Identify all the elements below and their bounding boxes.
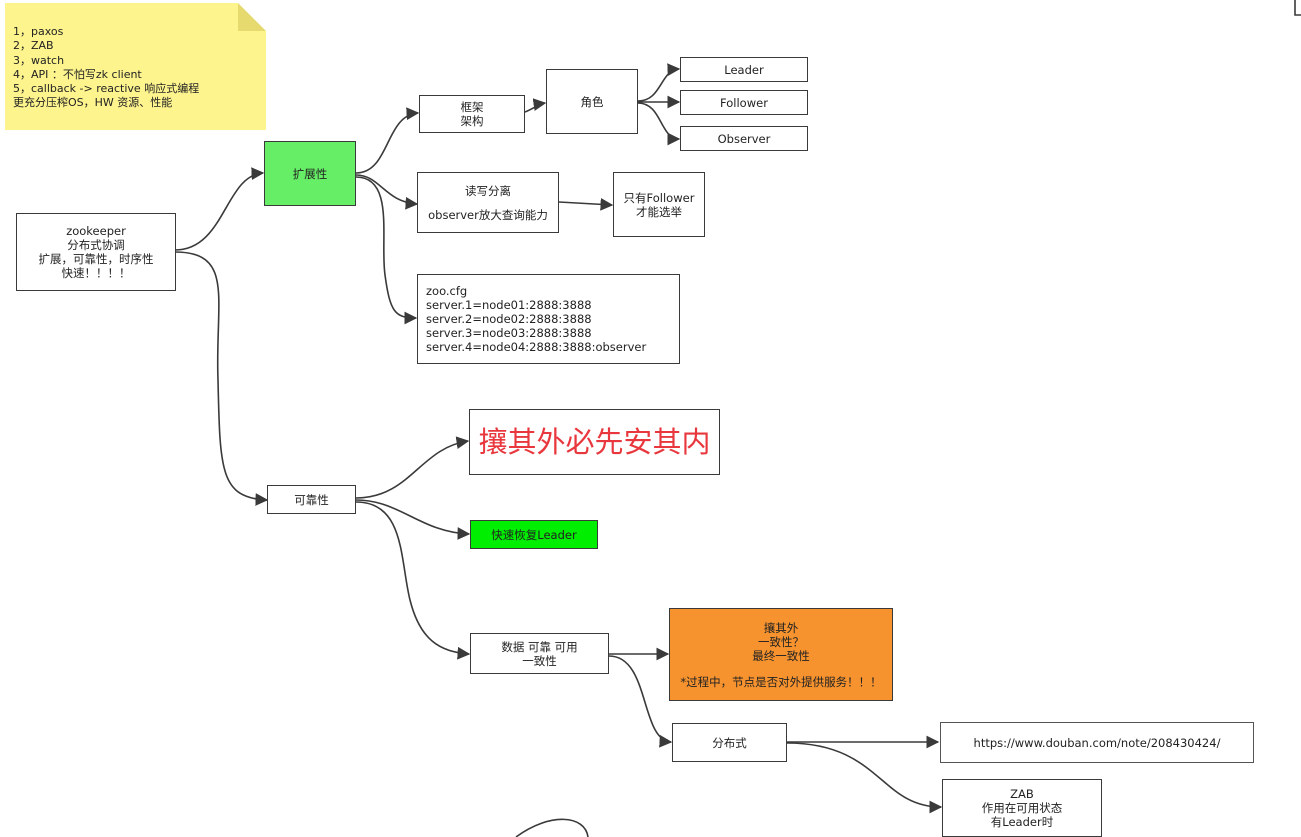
edge-rwsplit-onlyfollower (558, 197, 614, 211)
node-text: 数据 可靠 可用 (501, 639, 578, 654)
node-text: 作用在可用状态 (981, 801, 1063, 815)
node-zab[interactable]: ZAB 作用在可用状态 有Leader时 (942, 779, 1102, 837)
edge-reliability-datareliable (355, 501, 471, 660)
edge-reliability-fastrecover (355, 499, 471, 540)
node-text: server.2=node02:2888:3888 (426, 312, 592, 326)
node-zookeeper[interactable]: zookeeper 分布式协调 扩展，可靠性，时序性 快速！！！！ (16, 213, 176, 291)
note-line: 3，watch (13, 53, 65, 67)
node-text: 架构 (460, 114, 484, 128)
node-text: 分布式协调 (67, 238, 125, 252)
node-text: observer放大查询能力 (428, 207, 548, 222)
node-fast-recover[interactable]: 快速恢复Leader (470, 520, 598, 549)
node-text: 分布式 (712, 735, 747, 750)
node-text: zookeeper (66, 224, 126, 238)
node-slogan[interactable]: 攘其外必先安其内 (469, 409, 720, 475)
node-text: 攘其外 (763, 620, 799, 635)
node-text: Observer (717, 131, 771, 146)
node-observer[interactable]: Observer (680, 126, 808, 151)
node-zoo-cfg[interactable]: zoo.cfg server.1=node01:2888:3888 server… (417, 274, 680, 364)
sticky-note: 1，paxos 2，ZAB 3，watch 4，API ：不怕写zk clien… (5, 3, 266, 130)
node-text: 一致性？ (758, 634, 804, 649)
edge-scalability-framework (355, 107, 420, 174)
node-text: 框架 (460, 100, 484, 114)
edge-zookeeper-scalability (174, 167, 265, 251)
node-text: Follower (720, 95, 768, 110)
node-rw-split[interactable]: 读写分离 observer放大查询能力 (417, 172, 559, 233)
edge-scalability-zoocfg (355, 176, 418, 325)
node-text: 最终一致性 (752, 648, 810, 663)
node-text: server.3=node03:2888:3888 (426, 326, 592, 340)
note-line: 4，API ：不怕写zk client (13, 67, 142, 81)
node-text: 读写分离 (465, 183, 511, 198)
node-text: 快速！！！！ (61, 266, 131, 280)
edge-datareliable-distributed (608, 655, 673, 748)
edge-reliability-slogan (355, 436, 470, 499)
node-text: ZAB (1010, 787, 1034, 801)
node-text: server.1=node01:2888:3888 (426, 298, 592, 312)
node-only-follower[interactable]: 只有Follower 才能选举 (613, 172, 705, 237)
node-distributed[interactable]: 分布式 (672, 723, 787, 762)
edge-framework-roles (524, 98, 547, 113)
node-text: 扩展性 (292, 166, 328, 181)
link-text[interactable]: https://www.douban.com/note/208430424/ (973, 735, 1221, 750)
node-text: server.4=node04:2888:3888:observer (426, 340, 647, 354)
note-fold-corner (238, 3, 266, 31)
node-text: 才能选举 (636, 204, 682, 219)
partial-curve-bottom (515, 818, 589, 837)
node-douban-link[interactable]: https://www.douban.com/note/208430424/ (940, 722, 1254, 763)
node-framework[interactable]: 框架 架构 (419, 95, 525, 133)
note-line: 1，paxos (13, 25, 64, 38)
node-text: *过程中，节点是否对外提供服务！！！ (680, 674, 882, 689)
node-text: 攘其外必先安其内 (478, 425, 711, 459)
node-scalability[interactable]: 扩展性 (264, 141, 356, 206)
edge-zookeeper-reliability (174, 251, 269, 506)
edge-roles-observer (637, 102, 681, 146)
node-consistency[interactable]: 攘其外 一致性？ 最终一致性 *过程中，节点是否对外提供服务！！！ (669, 608, 893, 701)
node-text: 扩展，可靠性，时序性 (38, 252, 154, 266)
node-text: zoo.cfg (426, 284, 468, 298)
node-text: Leader (724, 62, 764, 77)
note-line: 5，callback -> reactive 响应式编程 (13, 82, 200, 96)
edge-roles-leader (637, 63, 681, 102)
node-follower[interactable]: Follower (680, 90, 808, 115)
node-text: 一致性 (522, 653, 557, 668)
node-reliability[interactable]: 可靠性 (267, 485, 356, 514)
node-data-reliable[interactable]: 数据 可靠 可用 一致性 (470, 633, 609, 674)
edge-distributed-zab (786, 742, 943, 814)
node-text: 有Leader时 (990, 815, 1054, 829)
corner-mark (1294, 0, 1301, 16)
node-text: 角色 (580, 94, 604, 109)
node-roles[interactable]: 角色 (546, 69, 638, 134)
edge-scalability-rwsplit (355, 174, 419, 210)
node-leader[interactable]: Leader (680, 57, 808, 82)
node-text: 可靠性 (294, 492, 329, 507)
note-line: 更充分压榨OS，HW 资源、性能 (13, 96, 173, 110)
note-line: 2，ZAB (13, 39, 54, 53)
node-text: 快速恢复Leader (491, 527, 577, 542)
node-text: 只有Follower (623, 190, 695, 205)
